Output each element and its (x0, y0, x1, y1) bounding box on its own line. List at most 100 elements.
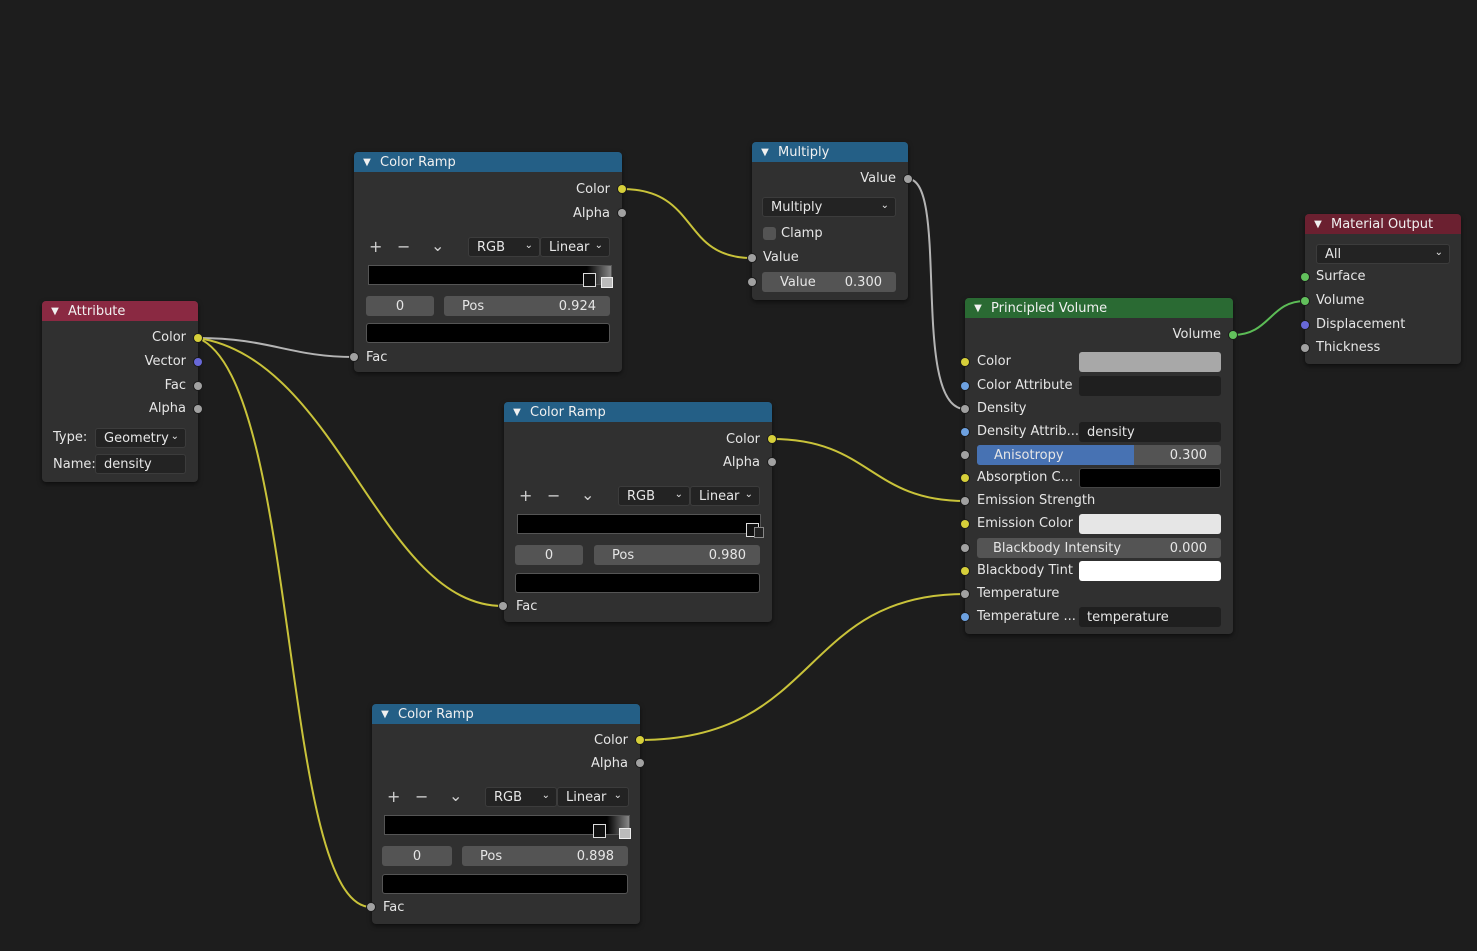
collapse-chevron-icon[interactable]: ▼ (974, 302, 982, 314)
socket-alpha-out[interactable] (636, 759, 644, 767)
attribute-node[interactable]: ▼Attribute Color Vector Fac Alpha Type: … (42, 301, 202, 482)
clamp-checkbox[interactable] (763, 227, 776, 240)
ramp-stop-handle-black[interactable] (583, 273, 596, 287)
socket-surface-in[interactable] (1301, 273, 1309, 281)
socket-density-attribute-in[interactable] (961, 428, 969, 436)
ramp-menu-button[interactable]: ⌄ (431, 236, 445, 255)
remove-stop-button[interactable]: − (547, 486, 561, 505)
color-ramp-gradient[interactable] (517, 514, 761, 534)
emission-color-swatch[interactable] (1079, 514, 1221, 534)
socket-volume-out[interactable] (1229, 331, 1237, 339)
ramp-menu-button[interactable]: ⌄ (581, 485, 595, 504)
collapse-chevron-icon[interactable]: ▼ (381, 708, 389, 720)
socket-alpha-out[interactable] (768, 458, 776, 466)
color-mode-dropdown[interactable]: RGB⌄ (618, 486, 690, 506)
color-ramp-node-1[interactable]: ▼Color Ramp Color Alpha + − ⌄ RGB⌄ Linea… (350, 152, 626, 372)
remove-stop-button[interactable]: − (415, 787, 429, 806)
socket-blackbody-intensity-in[interactable] (961, 544, 969, 552)
collapse-chevron-icon[interactable]: ▼ (761, 146, 769, 158)
socket-fac-in[interactable] (499, 602, 507, 610)
socket-density-in[interactable] (961, 405, 969, 413)
material-output-node[interactable]: ▼Material Output All⌄ Surface Volume Dis… (1301, 214, 1461, 364)
density-attribute-input[interactable]: density (1079, 422, 1221, 442)
active-stop-index[interactable]: 0 (515, 545, 583, 565)
socket-temperature-attribute-in[interactable] (961, 613, 969, 621)
color-ramp-header[interactable]: ▼Color Ramp (354, 152, 622, 172)
type-dropdown[interactable]: Geometry⌄ (95, 428, 186, 448)
socket-color-out[interactable] (618, 185, 626, 193)
socket-emission-strength-in[interactable] (961, 497, 969, 505)
multiply-header[interactable]: ▼Multiply (752, 142, 908, 162)
color-swatch[interactable] (1079, 352, 1221, 372)
ramp-stop-handle-white[interactable] (754, 527, 764, 538)
socket-anisotropy-in[interactable] (961, 451, 969, 459)
render-target-dropdown[interactable]: All⌄ (1316, 244, 1450, 264)
principled-volume-header[interactable]: ▼Principled Volume (965, 298, 1233, 318)
ramp-stop-handle-white[interactable] (619, 828, 631, 839)
socket-alpha-out[interactable] (618, 209, 626, 217)
socket-alpha-out[interactable] (194, 405, 202, 413)
principled-volume-node[interactable]: ▼Principled Volume Volume Color Color At… (961, 298, 1237, 634)
socket-fac-in[interactable] (367, 903, 375, 911)
socket-displacement-in[interactable] (1301, 321, 1309, 329)
add-stop-button[interactable]: + (519, 486, 533, 505)
math-operation-dropdown[interactable]: Multiply⌄ (762, 197, 896, 217)
socket-color-out[interactable] (768, 435, 776, 443)
active-stop-index[interactable]: 0 (382, 846, 452, 866)
socket-value-out[interactable] (904, 175, 912, 183)
socket-blackbody-tint-in[interactable] (961, 567, 969, 575)
add-stop-button[interactable]: + (369, 237, 383, 256)
socket-color-in[interactable] (961, 358, 969, 366)
socket-value-in-1[interactable] (748, 254, 756, 262)
socket-temperature-in[interactable] (961, 590, 969, 598)
color-mode-dropdown[interactable]: RGB⌄ (485, 787, 557, 807)
material-output-header[interactable]: ▼Material Output (1305, 214, 1461, 234)
color-ramp-node-2[interactable]: ▼Color Ramp Color Alpha + − ⌄ RGB⌄ Linea… (499, 402, 776, 622)
stop-color-swatch[interactable] (366, 323, 610, 343)
stop-color-swatch[interactable] (382, 874, 628, 894)
socket-fac-out[interactable] (194, 382, 202, 390)
multiply-node[interactable]: ▼Multiply Value Multiply⌄ Clamp Value Va… (748, 142, 912, 300)
temperature-attribute-input[interactable]: temperature (1079, 607, 1221, 627)
blackbody-tint-swatch[interactable] (1079, 561, 1221, 581)
color-mode-dropdown[interactable]: RGB⌄ (468, 237, 540, 257)
collapse-chevron-icon[interactable]: ▼ (513, 406, 521, 418)
socket-fac-in[interactable] (350, 353, 358, 361)
socket-value-in-2[interactable] (748, 278, 756, 286)
ramp-stop-handle-white[interactable] (601, 277, 613, 288)
add-stop-button[interactable]: + (387, 787, 401, 806)
stop-color-swatch[interactable] (515, 573, 760, 593)
attribute-node-header[interactable]: ▼Attribute (42, 301, 198, 321)
interpolation-dropdown[interactable]: Linear⌄ (557, 787, 629, 807)
color-attribute-input[interactable] (1079, 376, 1221, 396)
anisotropy-slider[interactable]: Anisotropy 0.300 (977, 445, 1221, 465)
absorption-color-swatch[interactable] (1079, 468, 1221, 488)
socket-thickness-in[interactable] (1301, 344, 1309, 352)
socket-volume-in[interactable] (1301, 297, 1309, 305)
interpolation-dropdown[interactable]: Linear⌄ (690, 486, 760, 506)
socket-color-out[interactable] (636, 736, 644, 744)
socket-emission-color-in[interactable] (961, 520, 969, 528)
color-ramp-header[interactable]: ▼Color Ramp (372, 704, 640, 724)
name-input[interactable]: density (95, 454, 186, 474)
socket-absorption-color-in[interactable] (961, 474, 969, 482)
socket-color-attribute-in[interactable] (961, 382, 969, 390)
socket-vector-out[interactable] (194, 358, 202, 366)
socket-color-out[interactable] (194, 334, 202, 342)
ramp-menu-button[interactable]: ⌄ (449, 786, 463, 805)
color-ramp-gradient[interactable] (368, 265, 612, 285)
active-stop-index[interactable]: 0 (366, 296, 434, 316)
color-ramp-header[interactable]: ▼Color Ramp (504, 402, 772, 422)
remove-stop-button[interactable]: − (397, 237, 411, 256)
color-ramp-node-3[interactable]: ▼Color Ramp Color Alpha + − ⌄ RGB⌄ Linea… (367, 704, 644, 924)
interpolation-dropdown[interactable]: Linear⌄ (540, 237, 610, 257)
collapse-chevron-icon[interactable]: ▼ (1314, 218, 1322, 230)
collapse-chevron-icon[interactable]: ▼ (51, 305, 59, 317)
collapse-chevron-icon[interactable]: ▼ (363, 156, 371, 168)
ramp-stop-handle-black[interactable] (593, 824, 606, 838)
